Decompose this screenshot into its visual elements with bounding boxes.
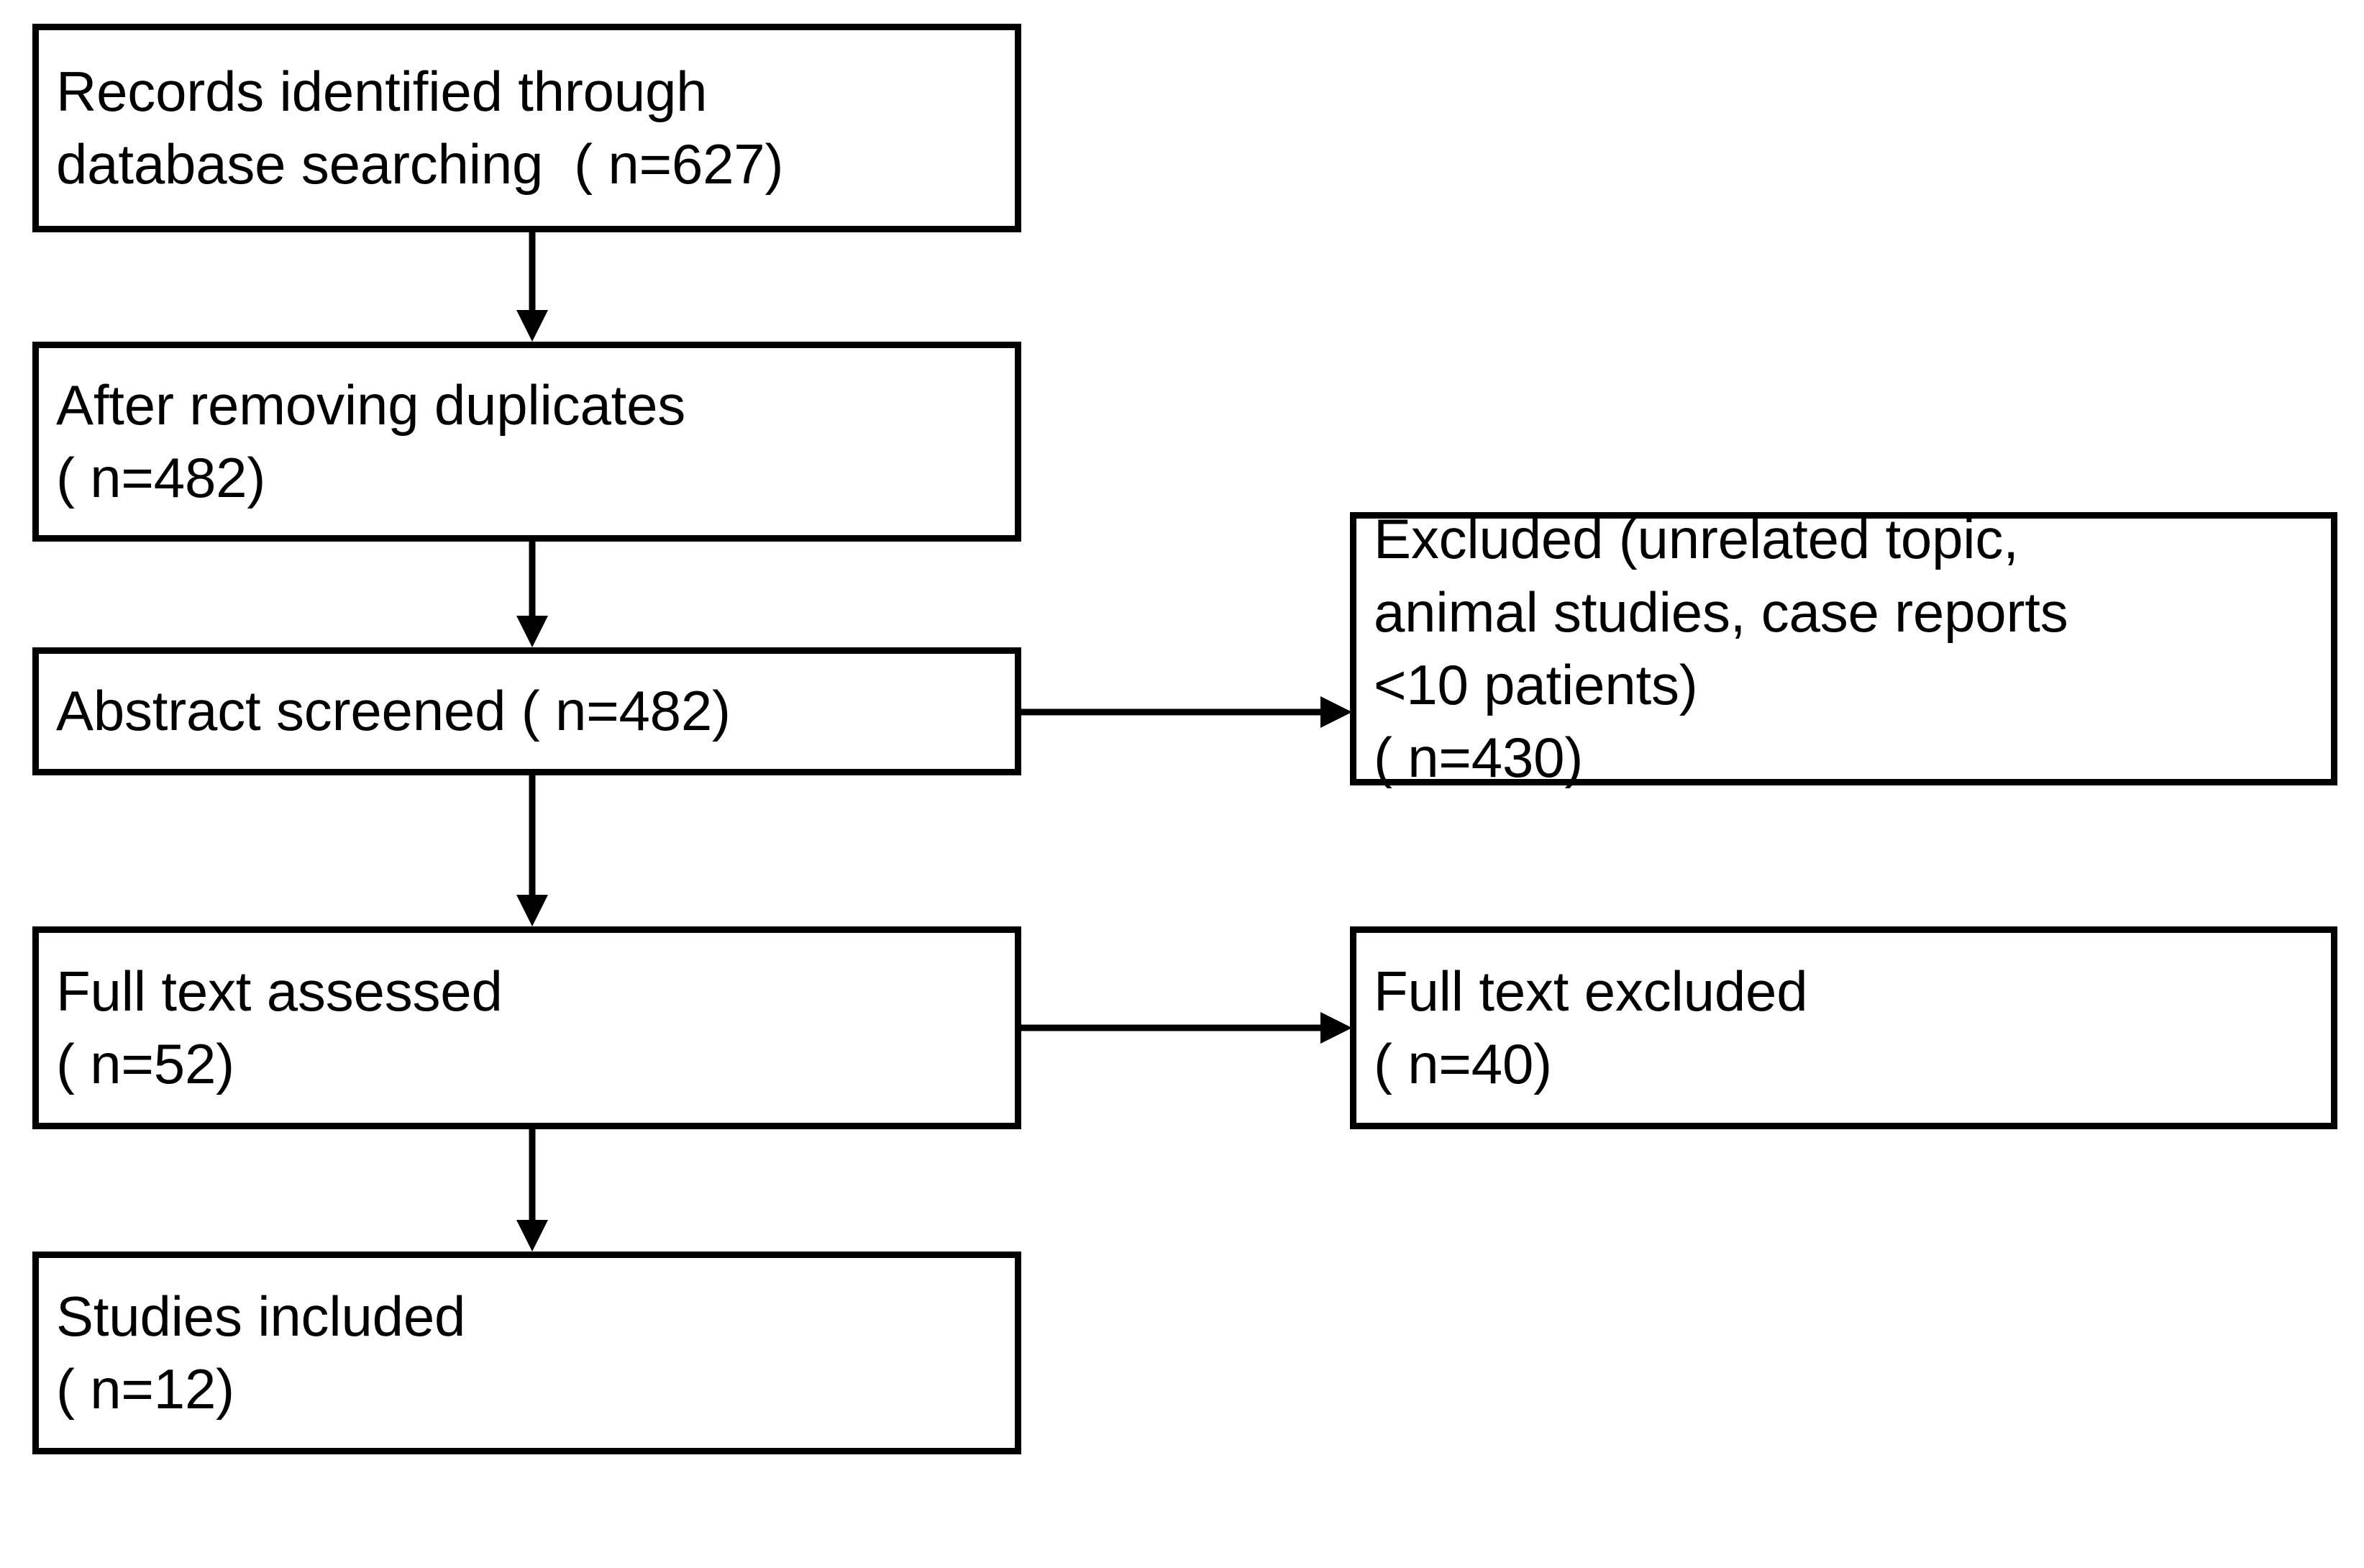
node-full-text-excluded: Full text excluded ( n=40)	[1350, 926, 2337, 1129]
arrow-duplicates-to-abstract	[511, 542, 554, 647]
node-line: <10 patients)	[1374, 653, 1698, 716]
node-line: Full text excluded	[1374, 959, 1808, 1023]
arrow-identified-to-duplicates	[511, 232, 554, 342]
node-line: ( n=40)	[1374, 1032, 1552, 1095]
node-line: ( n=12)	[56, 1357, 234, 1421]
arrow-full-text-to-full-text-excluded	[1021, 1006, 1352, 1049]
node-line: Excluded (unrelated topic,	[1374, 507, 2019, 571]
node-line: ( n=482)	[56, 446, 266, 509]
node-line: Abstract screened ( n=482)	[56, 679, 731, 743]
node-line: ( n=430)	[1374, 726, 1584, 790]
node-studies-included: Studies included ( n=12)	[32, 1252, 1021, 1454]
node-line: Full text assessed	[56, 959, 503, 1023]
node-line: Records identified through	[56, 59, 708, 123]
arrow-abstract-to-full-text	[511, 775, 554, 926]
node-after-removing-duplicates: After removing duplicates ( n=482)	[32, 342, 1021, 542]
node-line: animal studies, case reports	[1374, 580, 2068, 644]
arrow-full-text-to-included	[511, 1129, 554, 1252]
node-line: After removing duplicates	[56, 373, 686, 437]
node-excluded: Excluded (unrelated topic, animal studie…	[1350, 507, 2337, 789]
arrow-abstract-to-excluded	[1021, 690, 1352, 734]
node-full-text-assessed: Full text assessed ( n=52)	[32, 926, 1021, 1129]
node-line: database searching ( n=627)	[56, 132, 784, 196]
node-line: ( n=52)	[56, 1032, 234, 1095]
node-records-identified: Records identified through database sear…	[32, 24, 1021, 232]
node-abstract-screened: Abstract screened ( n=482)	[32, 647, 1021, 775]
node-line: Studies included	[56, 1284, 466, 1348]
